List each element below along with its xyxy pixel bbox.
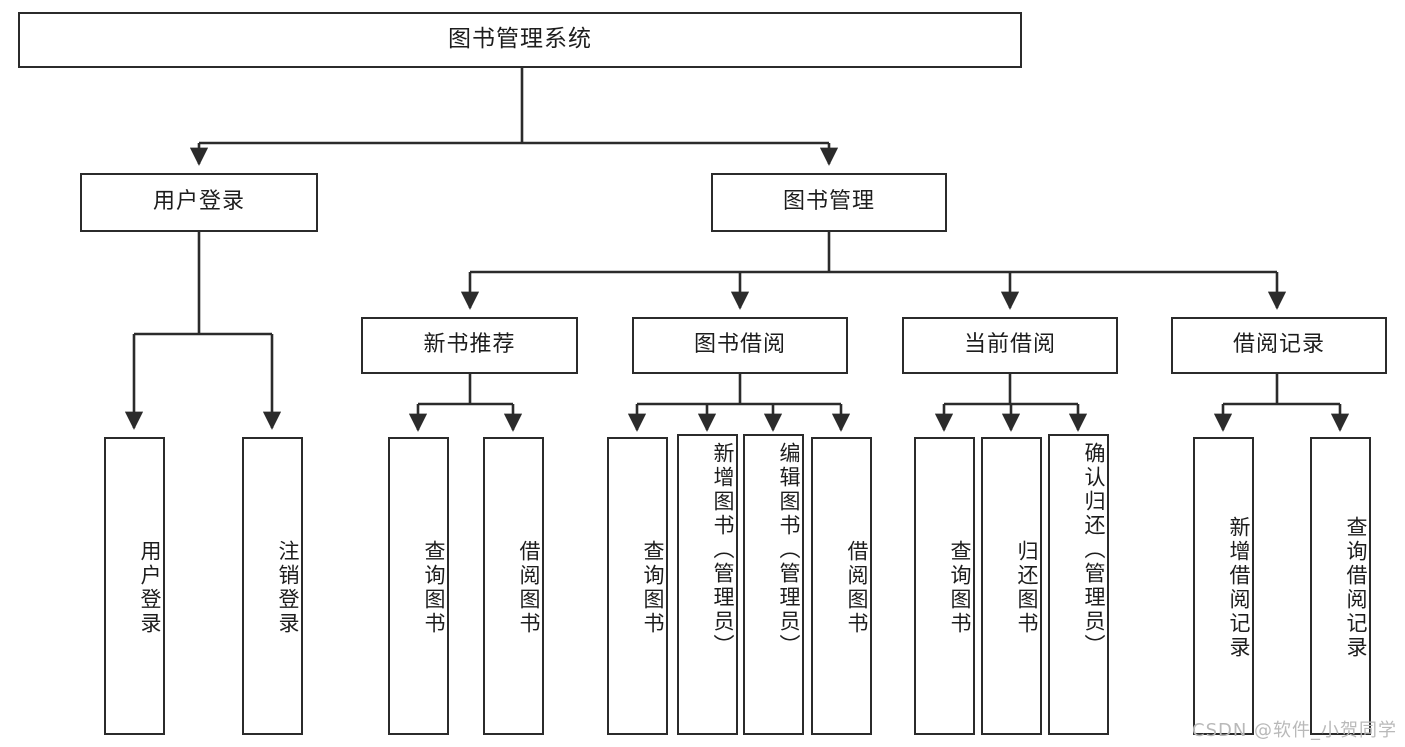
node-user-login[interactable]: 用户登录 xyxy=(80,173,318,232)
node-label: 新书推荐 xyxy=(423,332,516,358)
csdn-watermark: CSDN @软件_小贺同学 xyxy=(1192,720,1398,741)
node-book-borrow[interactable]: 图书借阅 xyxy=(632,317,848,374)
leaf-borrow-add-book-admin[interactable]: 新增图书（管理员） xyxy=(677,434,738,735)
node-label: 新增图书（管理员） xyxy=(711,442,735,658)
node-current-borrow[interactable]: 当前借阅 xyxy=(902,317,1118,374)
leaf-current-confirm-return-admin[interactable]: 确认归还（管理员） xyxy=(1048,434,1109,735)
leaf-record-add-borrow-record[interactable]: 新增借阅记录 xyxy=(1193,437,1254,735)
node-label: 注销登录 xyxy=(276,540,300,636)
leaf-current-query-book[interactable]: 查询图书 xyxy=(914,437,975,735)
node-label: 借阅图书 xyxy=(845,540,869,636)
node-label: 查询图书 xyxy=(948,540,972,636)
leaf-recommend-query-book[interactable]: 查询图书 xyxy=(388,437,449,735)
node-label: 图书管理 xyxy=(782,189,875,215)
leaf-user-login[interactable]: 用户登录 xyxy=(104,437,165,735)
leaf-user-logout[interactable]: 注销登录 xyxy=(242,437,303,735)
node-label: 图书管理系统 xyxy=(448,26,592,53)
node-root-system[interactable]: 图书管理系统 xyxy=(18,12,1022,68)
leaf-current-return-book[interactable]: 归还图书 xyxy=(981,437,1042,735)
leaf-borrow-borrow-book[interactable]: 借阅图书 xyxy=(811,437,872,735)
node-label: 归还图书 xyxy=(1015,540,1039,636)
node-label: 借阅图书 xyxy=(517,540,541,636)
leaf-borrow-edit-book-admin[interactable]: 编辑图书（管理员） xyxy=(743,434,804,735)
node-label: 新增借阅记录 xyxy=(1227,516,1251,660)
leaf-recommend-borrow-book[interactable]: 借阅图书 xyxy=(483,437,544,735)
node-label: 查询借阅记录 xyxy=(1344,516,1368,660)
node-new-book-recommend[interactable]: 新书推荐 xyxy=(361,317,578,374)
node-label: 借阅记录 xyxy=(1232,332,1325,358)
leaf-record-query-borrow-record[interactable]: 查询借阅记录 xyxy=(1310,437,1371,735)
node-label: 确认归还（管理员） xyxy=(1082,442,1106,658)
node-label: 用户登录 xyxy=(138,540,162,636)
node-book-management[interactable]: 图书管理 xyxy=(711,173,947,232)
node-label: 查询图书 xyxy=(641,540,665,636)
node-borrow-record[interactable]: 借阅记录 xyxy=(1171,317,1387,374)
node-label: 图书借阅 xyxy=(693,332,786,358)
node-label: 编辑图书（管理员） xyxy=(777,442,801,658)
leaf-borrow-query-book[interactable]: 查询图书 xyxy=(607,437,668,735)
node-label: 查询图书 xyxy=(422,540,446,636)
node-label: 用户登录 xyxy=(152,189,245,215)
node-label: 当前借阅 xyxy=(963,332,1056,358)
